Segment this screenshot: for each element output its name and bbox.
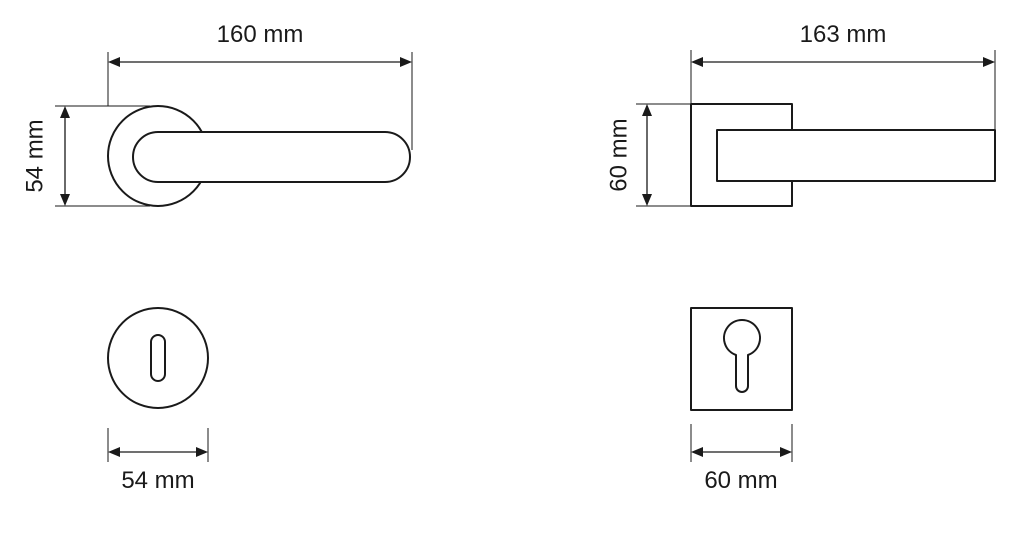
round-lever-handle bbox=[107, 105, 411, 207]
euro-cylinder-keyhole bbox=[723, 319, 761, 393]
square-cylinder-escutcheon bbox=[690, 307, 793, 411]
square-escutcheon-width-label: 60 mm bbox=[704, 467, 777, 494]
square-handle-length-dimension: 163 mm bbox=[690, 21, 996, 130]
round-handle-height-dimension: 54 mm bbox=[21, 105, 150, 207]
round-escutcheon-width-dimension: 54 mm bbox=[107, 428, 209, 494]
round-handle-height-label: 54 mm bbox=[21, 119, 48, 192]
square-escutcheon-width-dimension: 60 mm bbox=[690, 424, 793, 494]
square-handle-length-label: 163 mm bbox=[800, 21, 887, 48]
round-escutcheon-plate bbox=[107, 307, 209, 409]
round-handle-length-label: 160 mm bbox=[217, 21, 304, 48]
square-escutcheon-plate bbox=[690, 307, 793, 411]
square-lever-grip bbox=[716, 129, 996, 182]
round-key-escutcheon bbox=[107, 307, 209, 409]
square-lever-handle bbox=[690, 103, 996, 207]
square-handle-height-label: 60 mm bbox=[605, 118, 632, 191]
keyhole-slot bbox=[150, 334, 166, 382]
round-lever-grip bbox=[132, 131, 411, 183]
round-handle-length-dimension: 160 mm bbox=[107, 21, 413, 150]
square-handle-height-dimension: 60 mm bbox=[605, 103, 691, 207]
round-escutcheon-width-label: 54 mm bbox=[121, 467, 194, 494]
